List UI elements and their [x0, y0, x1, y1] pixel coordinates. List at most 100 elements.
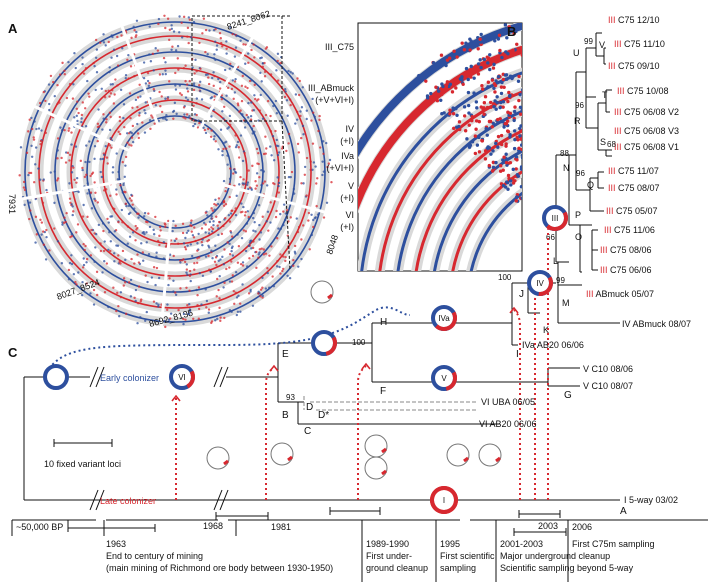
zoom-dot [569, 122, 572, 125]
zoom-dot [527, 180, 530, 183]
variant-dot [248, 79, 252, 83]
zoom-dot [572, 145, 575, 148]
zoom-dot [560, 111, 563, 114]
variant-dot [45, 228, 48, 232]
variant-dot [135, 30, 138, 34]
variant-dot [80, 293, 84, 297]
zoom-dot [622, 117, 625, 120]
variant-dot [111, 89, 114, 92]
zoom-dot [609, 135, 612, 138]
variant-dot [89, 254, 93, 257]
variant-dot [73, 52, 76, 55]
zoom-dot [523, 127, 526, 130]
variant-dot [241, 159, 245, 163]
variant-dot [197, 232, 200, 236]
variant-dot [200, 303, 203, 306]
mini-circle-j [446, 443, 470, 467]
variant-dot [292, 192, 296, 195]
variant-dot [217, 259, 220, 263]
zoom-dot [533, 160, 536, 163]
variant-dot [152, 266, 156, 269]
variant-dot [230, 235, 234, 238]
variant-dot [214, 244, 217, 247]
zoom-dot [520, 153, 522, 158]
variant-dot [152, 300, 156, 303]
zoom-dot [465, 137, 469, 141]
variant-dot [222, 263, 226, 266]
zoom-dot [467, 145, 472, 149]
zoom-dot [626, 97, 629, 100]
variant-dot [182, 15, 186, 19]
variant-dot [210, 249, 213, 252]
variant-dot [207, 232, 211, 235]
variant-dot [187, 16, 191, 19]
timeline-2003: 2003 [538, 521, 558, 531]
zoom-dot [555, 122, 558, 125]
variant-dot [239, 39, 242, 42]
variant-dot [18, 174, 21, 177]
variant-dot [241, 261, 245, 264]
zoom-dot [537, 164, 540, 167]
variant-dot [182, 106, 186, 109]
variant-dot [161, 73, 164, 76]
leaf-vi-uba: VI UBA 06/05 [481, 397, 535, 407]
variant-dot [196, 242, 199, 245]
variant-dot [275, 209, 278, 213]
variant-dot [206, 214, 209, 217]
variant-dot [186, 90, 190, 93]
zoom-dot [527, 153, 530, 156]
zoom-dot [497, 57, 501, 62]
zoom-dot [561, 158, 564, 161]
zoom-dot [537, 48, 540, 51]
variant-dot [208, 228, 211, 231]
zoom-dot [527, 193, 530, 196]
zoom-dot [537, 168, 540, 171]
variant-dot [100, 175, 104, 179]
variant-dot [177, 68, 180, 71]
variant-dot [196, 126, 200, 129]
variant-dot [102, 33, 105, 36]
variant-dot [90, 172, 94, 176]
zoom-dot [607, 112, 610, 115]
variant-dot [93, 197, 96, 201]
variant-dot [230, 87, 234, 91]
variant-dot [41, 230, 45, 233]
variant-dot [282, 267, 285, 271]
variant-dot [326, 165, 329, 169]
variant-dot [110, 56, 113, 59]
zoom-dot [424, 79, 428, 83]
variant-dot [103, 260, 106, 263]
variant-dot [234, 213, 238, 217]
zoom-dot [547, 152, 550, 155]
variant-dot [184, 117, 187, 120]
variant-dot [67, 60, 70, 64]
variant-dot [112, 102, 116, 105]
variant-dot [247, 116, 250, 119]
zoom-dot [601, 111, 604, 114]
variant-dot [253, 56, 256, 59]
zoom-dot [523, 125, 526, 128]
variant-dot [115, 152, 118, 155]
variant-dot [84, 66, 88, 70]
variant-dot [263, 75, 267, 78]
variant-dot [158, 243, 161, 247]
variant-dot [242, 43, 245, 46]
ring-line [38, 35, 312, 309]
zoom-dot [523, 154, 526, 157]
variant-dot [257, 292, 260, 295]
zoom-dot [541, 38, 544, 41]
zoom-dot [524, 24, 527, 27]
variant-dot [244, 230, 248, 233]
variant-dot [134, 288, 138, 292]
variant-dot [182, 322, 185, 326]
variant-dot [154, 283, 157, 287]
zoom-dot [589, 169, 592, 172]
variant-dot [330, 180, 333, 184]
variant-dot [186, 26, 190, 30]
variant-dot [56, 137, 60, 140]
variant-dot [163, 14, 166, 17]
zoom-dot [562, 119, 565, 122]
variant-dot [173, 239, 177, 243]
zoom-dot [556, 161, 559, 164]
zoom-dot [619, 77, 622, 80]
